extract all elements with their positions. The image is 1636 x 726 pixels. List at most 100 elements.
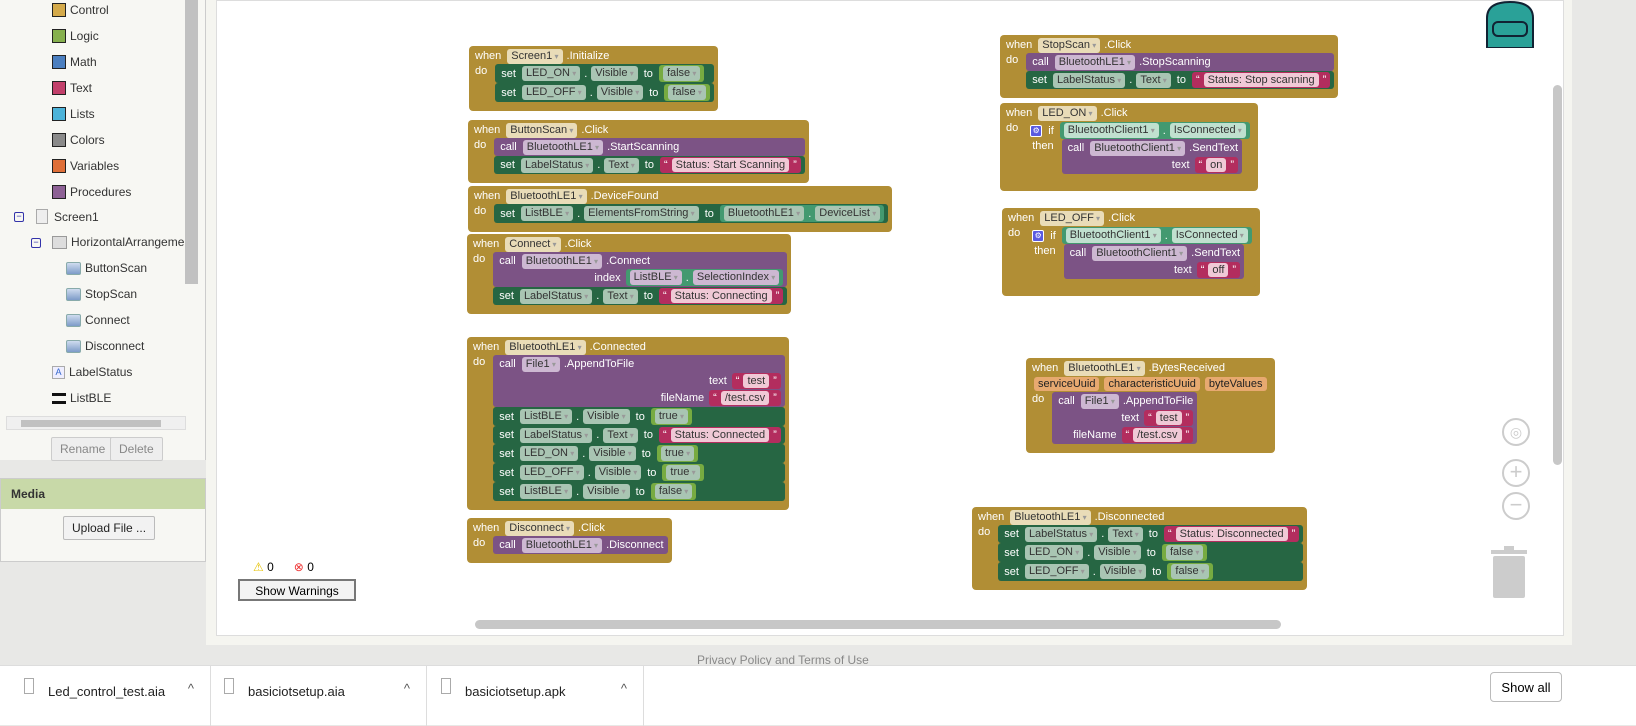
component-dropdown[interactable]: BluetoothLE1 [1054, 54, 1136, 70]
if-block[interactable]: ⚙ifBluetoothClient1.IsConnectedthencallB… [1026, 121, 1254, 182]
delete-button[interactable]: Delete [110, 437, 163, 461]
property-dropdown[interactable]: Visible [1094, 545, 1141, 560]
component-dropdown[interactable]: BluetoothLE1 [521, 253, 603, 269]
blocks-workspace[interactable] [216, 0, 1564, 636]
event-block-buttonscan-click[interactable]: whenButtonScan.ClickdocallBluetoothLE1.S… [468, 120, 809, 183]
property-getter-block[interactable]: BluetoothLE1.DeviceList [719, 205, 885, 222]
component-dropdown[interactable]: Screen1 [507, 48, 563, 64]
property-dropdown[interactable]: Visible [583, 484, 630, 499]
property-dropdown[interactable]: Text [1108, 526, 1143, 542]
component-dropdown[interactable]: StopScan [1038, 37, 1101, 53]
component-dropdown[interactable]: LED_OFF [521, 85, 586, 100]
tree-item-horizontal-arrangement[interactable]: HorizontalArrangemen [52, 235, 191, 249]
logic-true-block[interactable]: true [662, 464, 704, 481]
palette-item-text[interactable]: Text [52, 81, 92, 95]
logic-false-block[interactable]: false [664, 84, 710, 101]
component-dropdown[interactable]: LED_ON [1038, 105, 1097, 121]
string-value[interactable]: test [1155, 410, 1182, 425]
text-string-block[interactable]: “off” [1196, 261, 1241, 278]
logic-true-block[interactable]: true [656, 445, 699, 462]
palette-item-variables[interactable]: Variables [52, 159, 119, 173]
palette-item-lists[interactable]: Lists [52, 107, 95, 121]
tree-item-stopscan[interactable]: StopScan [66, 287, 137, 301]
string-value[interactable]: Status: Stop scanning [1203, 73, 1319, 87]
boolean-dropdown[interactable]: false [662, 66, 701, 81]
component-dropdown[interactable]: LabelStatus [520, 157, 594, 173]
tree-item-screen1[interactable]: Screen1 [36, 209, 99, 224]
property-getter-block[interactable]: BluetoothClient1.IsConnected [1059, 122, 1250, 139]
trash-icon[interactable] [1491, 546, 1527, 598]
string-value[interactable]: on [1206, 157, 1227, 172]
chevron-up-icon[interactable]: ^ [187, 681, 194, 696]
component-dropdown[interactable]: BluetoothLE1 [1064, 360, 1145, 376]
mutator-gear-icon[interactable]: ⚙ [1032, 229, 1045, 242]
component-dropdown[interactable]: File1 [1080, 393, 1119, 409]
text-string-block[interactable]: “/test.csv” [1121, 426, 1194, 443]
component-dropdown[interactable]: BluetoothClient1 [1092, 245, 1188, 261]
component-dropdown[interactable]: Connect [505, 236, 561, 252]
boolean-dropdown[interactable]: false [1171, 564, 1209, 579]
collapse-arrangement-icon[interactable]: − [31, 238, 41, 248]
event-block-connect-click[interactable]: whenConnect.ClickdocallBluetoothLE1.Conn… [467, 234, 792, 314]
palette-item-logic[interactable]: Logic [52, 29, 99, 43]
component-dropdown[interactable]: BluetoothClient1 [1063, 123, 1159, 138]
component-dropdown[interactable]: LabelStatus [519, 288, 593, 304]
component-dropdown[interactable]: ListBLE [519, 409, 573, 424]
show-all-downloads-button[interactable]: Show all [1490, 672, 1562, 702]
zoom-in-icon[interactable]: + [1502, 459, 1530, 487]
privacy-link[interactable]: Privacy Policy and Terms of Use [697, 653, 869, 667]
event-block-bluetoothle1-connected[interactable]: whenBluetoothLE1.ConnecteddocallFile1.Ap… [467, 337, 789, 510]
string-value[interactable]: /test.csv [720, 390, 770, 405]
logic-true-block[interactable]: true [650, 408, 693, 425]
event-parameter[interactable]: byteValues [1204, 377, 1267, 391]
text-string-block[interactable]: “on” [1194, 156, 1239, 173]
tree-item-disconnect[interactable]: Disconnect [66, 339, 144, 353]
component-dropdown[interactable]: BluetoothLE1 [1010, 509, 1091, 525]
mutator-gear-icon[interactable]: ⚙ [1030, 124, 1043, 137]
property-dropdown[interactable]: ElementsFromString [584, 206, 699, 221]
text-string-block[interactable]: “test” [1144, 409, 1194, 426]
chevron-up-icon[interactable]: ^ [620, 681, 627, 696]
property-dropdown[interactable]: IsConnected [1169, 123, 1246, 138]
component-dropdown[interactable]: File1 [521, 356, 560, 372]
component-dropdown[interactable]: ListBLE [520, 206, 574, 221]
boolean-dropdown[interactable]: false [654, 484, 693, 499]
property-dropdown[interactable]: Visible [591, 66, 638, 81]
property-dropdown[interactable]: Text [604, 157, 639, 173]
palette-item-control[interactable]: Control [52, 3, 109, 17]
palette-horizontal-scrollbar[interactable] [6, 416, 186, 430]
event-block-bluetoothle1-disconnected[interactable]: whenBluetoothLE1.DisconnecteddosetLabelS… [972, 507, 1308, 590]
property-dropdown[interactable]: Visible [594, 465, 642, 480]
backpack-icon[interactable] [1479, 0, 1541, 48]
boolean-dropdown[interactable]: false [668, 85, 706, 100]
component-dropdown[interactable]: LED_ON [1024, 545, 1084, 560]
property-getter-block[interactable]: BluetoothClient1.IsConnected [1061, 227, 1252, 244]
string-value[interactable]: Status: Connecting [670, 289, 772, 303]
property-getter-block[interactable]: ListBLE.SelectionIndex [625, 269, 784, 286]
string-value[interactable]: off [1208, 262, 1229, 277]
workspace-horizontal-scrollbar[interactable] [475, 620, 1281, 629]
rename-button[interactable]: Rename [51, 437, 115, 461]
upload-file-button[interactable]: Upload File ... [63, 516, 156, 540]
property-dropdown[interactable]: Visible [589, 446, 636, 461]
palette-item-procedures[interactable]: Procedures [52, 185, 131, 199]
property-dropdown[interactable]: Text [603, 427, 638, 443]
show-warnings-button[interactable]: Show Warnings [238, 579, 356, 601]
string-value[interactable]: Status: Start Scanning [671, 158, 790, 172]
text-string-block[interactable]: “Status: Connecting” [658, 288, 784, 304]
component-dropdown[interactable]: LED_OFF [1024, 564, 1089, 579]
tree-item-buttonscan[interactable]: ButtonScan [66, 261, 147, 275]
chevron-up-icon[interactable]: ^ [403, 681, 410, 696]
text-string-block[interactable]: “Status: Start Scanning” [659, 157, 801, 173]
logic-false-block[interactable]: false [1167, 563, 1213, 580]
event-block-bluetoothle1-bytesreceived[interactable]: whenBluetoothLE1.BytesReceivedserviceUui… [1026, 358, 1275, 453]
